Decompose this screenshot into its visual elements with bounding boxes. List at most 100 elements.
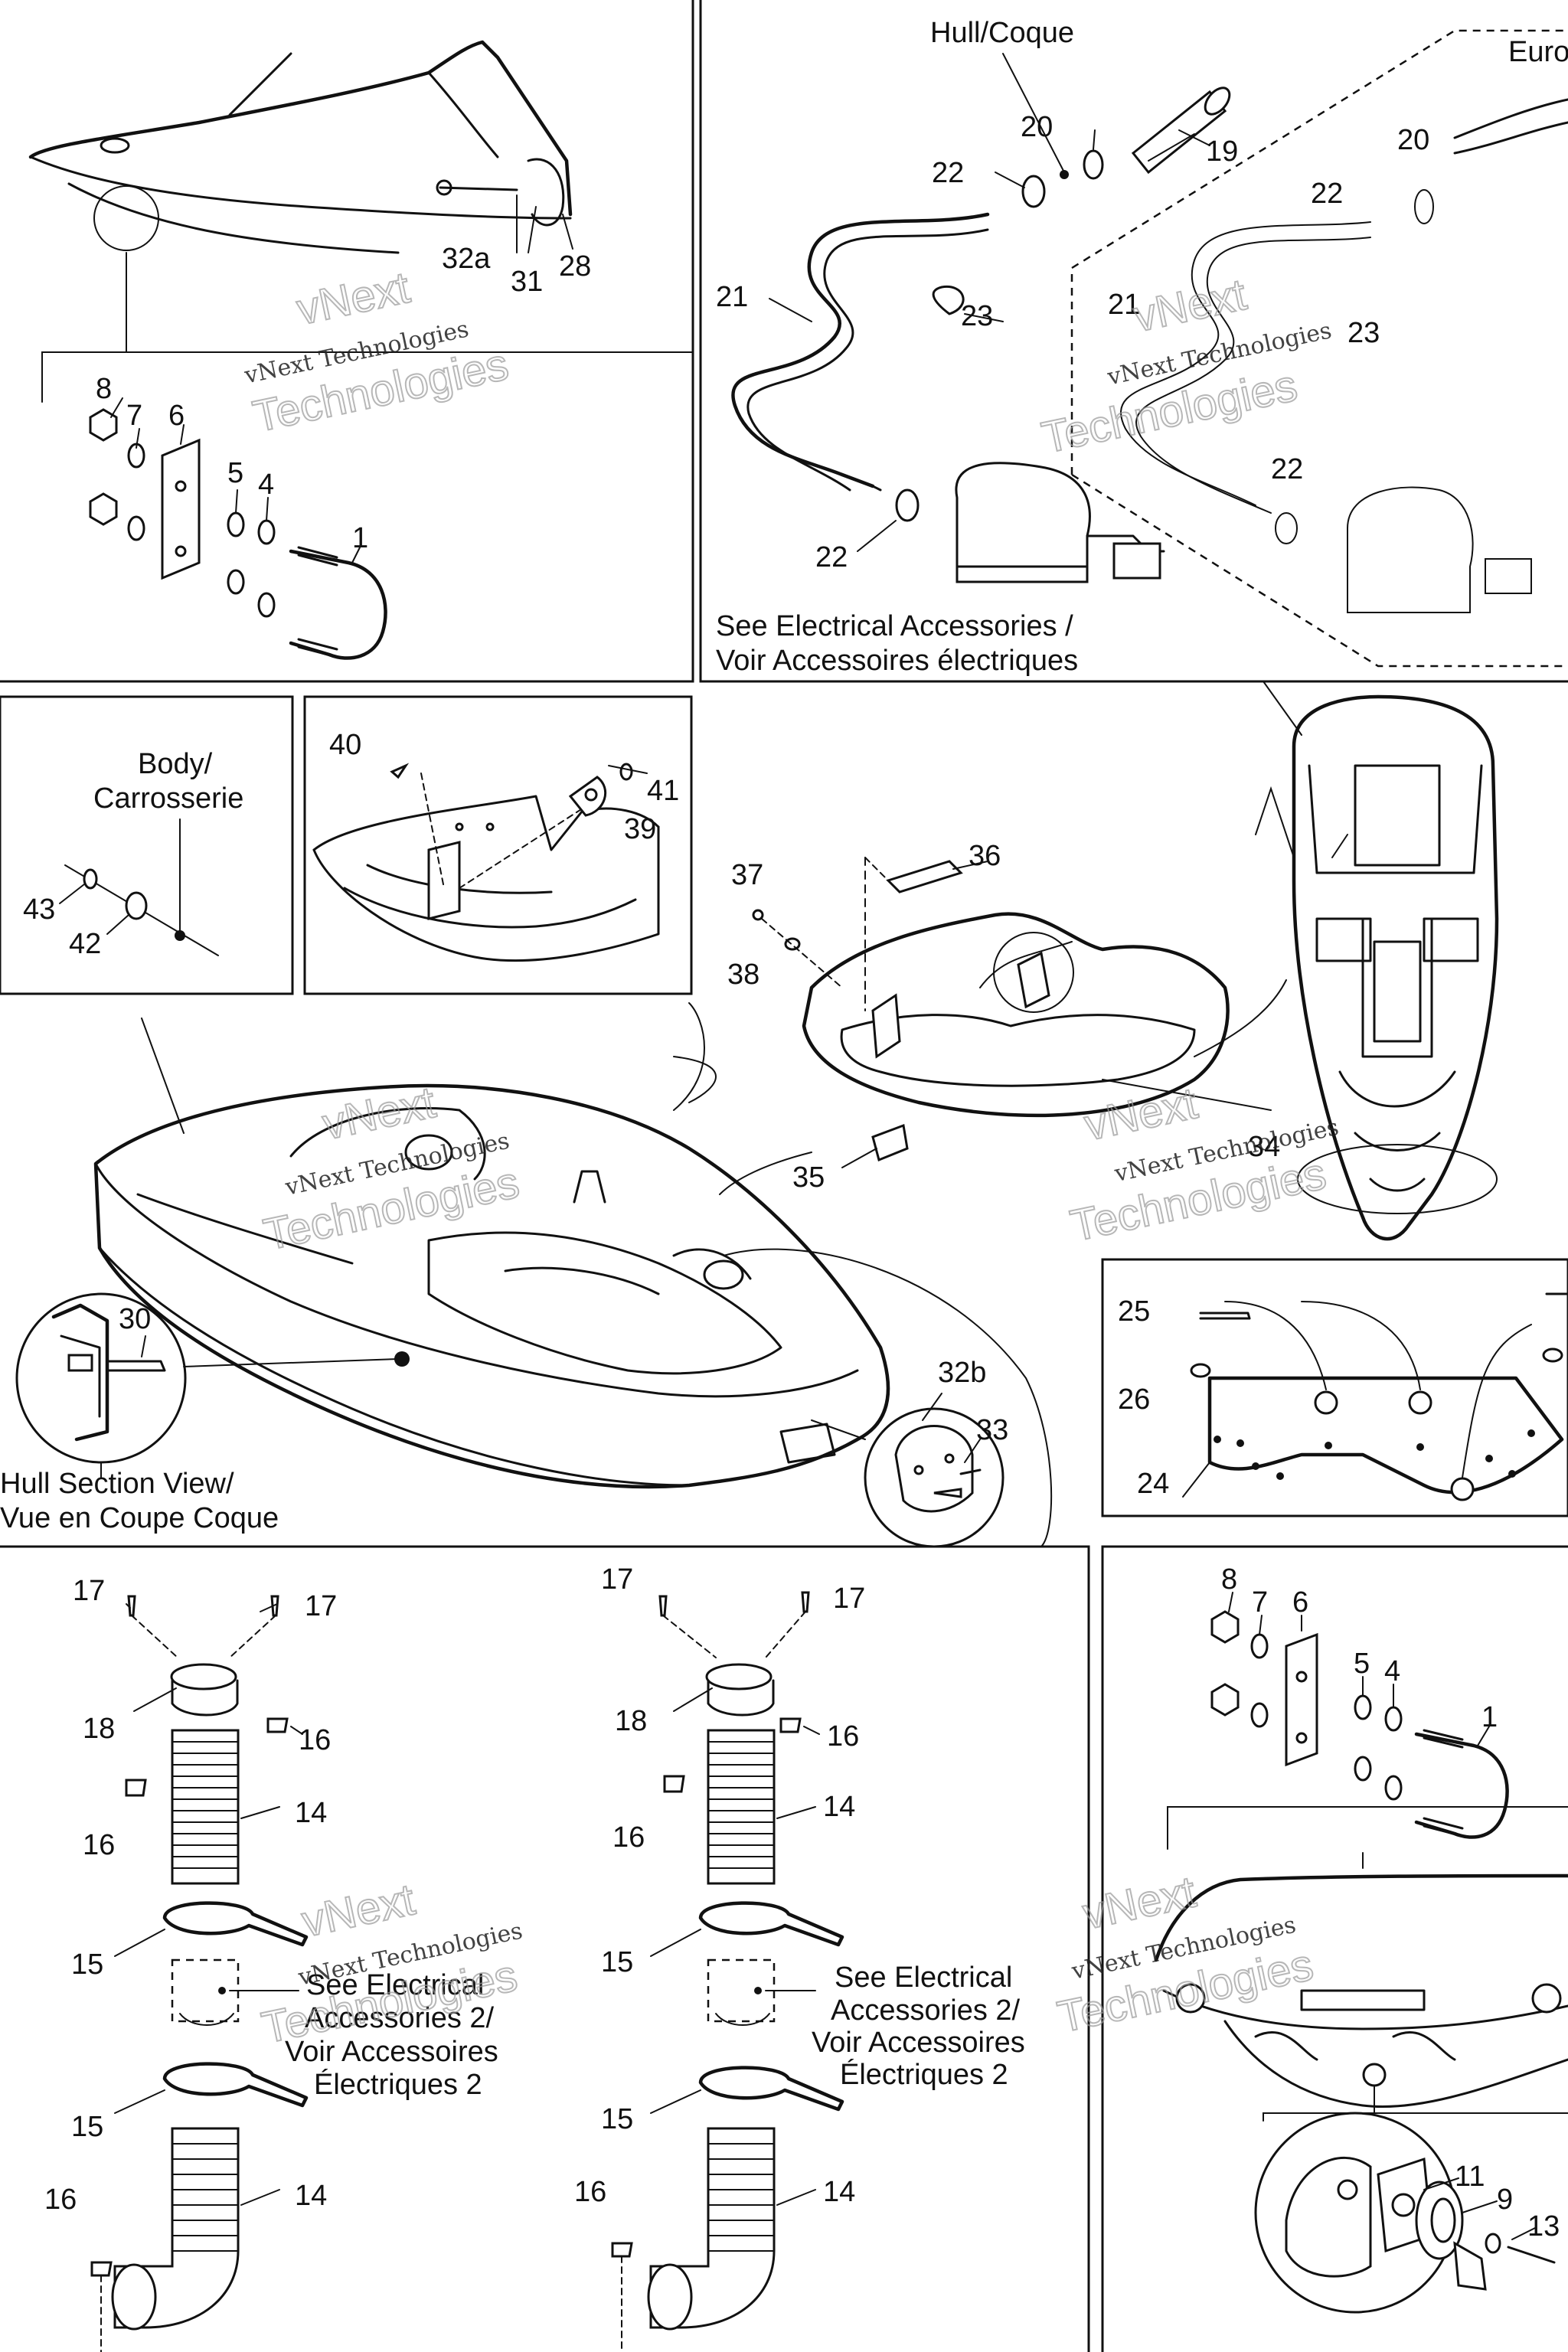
- watermark-vnext-1: vNext: [292, 263, 414, 335]
- callout-26: 26: [1118, 1383, 1150, 1416]
- panel-top-left-frame: [0, 0, 694, 683]
- panel-bottom-left-frame: [0, 1545, 1090, 2352]
- drain-plug: [1453, 2241, 1487, 2291]
- callout-11: 11: [1455, 2161, 1485, 2193]
- vent-assembly-center: 17 17 18 16 16 14 15 15 14 16 See Electr…: [574, 1563, 1025, 2352]
- callout-19: 19: [1206, 136, 1238, 168]
- electrical-note-line1: See Electrical Accessories /: [716, 610, 1073, 642]
- callout-1-b: 1: [1481, 1701, 1498, 1733]
- callout-22-euro-b: 22: [1271, 453, 1303, 485]
- accessories-note-a-line3: Voir Accessoires: [285, 2036, 498, 2068]
- boat-bow-outline: [28, 40, 573, 217]
- accessories-note-b-line1: See Electrical: [835, 1962, 1012, 1994]
- clamp-15-b: [162, 2062, 309, 2108]
- corrugated-elbow-14-d: [647, 2127, 776, 2331]
- boat-body: [93, 979, 1287, 1547]
- screw-16-a: [266, 1717, 289, 1733]
- washer-4: [257, 519, 276, 545]
- watermark-vnext-6: vNext: [1079, 1867, 1200, 1939]
- screw-32a: [439, 186, 518, 191]
- hull-section-line1: Hull Section View/: [0, 1468, 234, 1500]
- hull-outline: [93, 1083, 890, 1489]
- callout-40: 40: [329, 729, 361, 761]
- screw-30: [106, 1360, 166, 1372]
- euro-pump-outline: [1347, 486, 1474, 613]
- watermark-vnext-2: vNext: [1129, 270, 1251, 341]
- panel-rear-plate-frame: [1101, 1258, 1568, 1517]
- callout-16-e: 16: [612, 1821, 645, 1854]
- callout-16-a: 16: [299, 1724, 331, 1756]
- callout-17-d: 17: [833, 1583, 865, 1615]
- callout-35: 35: [792, 1161, 825, 1194]
- callout-14-c: 14: [823, 1791, 855, 1823]
- bushing-42: [125, 891, 148, 920]
- callout-34: 34: [1248, 1131, 1280, 1163]
- bow-eye-assembly: 32a 31 28 8 7 6 5 4 1: [28, 40, 694, 660]
- panel-bottom-right-frame: [1101, 1545, 1568, 2352]
- hull-coque-label: Hull/Coque: [930, 17, 1074, 49]
- body-label-line2: Carrosserie: [93, 782, 243, 815]
- screw-25: [1199, 1312, 1251, 1320]
- nut-8: [89, 408, 118, 442]
- accessories-note-b-line3: Voir Accessoires: [812, 2027, 1025, 2059]
- bow-eye-housing: [527, 158, 565, 227]
- accessories-note-a-line1: See Electrical: [306, 1969, 484, 2001]
- callout-16-c: 16: [44, 2184, 77, 2216]
- electrical-note-line2: Voir Accessoires électriques: [716, 645, 1078, 677]
- outlet-fitting-19: [1131, 90, 1227, 175]
- cap-32b: [894, 1425, 974, 1513]
- watermarks: vNext vNext Technologies Technologies vN…: [242, 262, 1341, 2054]
- hull-section-view: 30 Hull Section View/ Vue en Coupe Coque: [0, 1292, 410, 1534]
- trim-36: [886, 860, 963, 893]
- body-label-line1: Body/: [138, 748, 213, 780]
- washer-13: [1485, 2233, 1501, 2254]
- callout-4-b: 4: [1384, 1655, 1400, 1687]
- callout-31: 31: [511, 266, 543, 298]
- washer-26: [1190, 1363, 1211, 1378]
- callout-30: 30: [119, 1303, 151, 1335]
- callout-24: 24: [1137, 1468, 1169, 1500]
- callout-16-f: 16: [574, 2176, 606, 2208]
- callout-22-b: 22: [815, 541, 848, 573]
- bilge-pump-body: [955, 462, 1091, 583]
- euro-label: Euro: [1508, 36, 1568, 68]
- callout-36: 36: [969, 840, 1001, 872]
- backing-plate-6: [161, 438, 201, 580]
- stern-cap-assembly: 32b 33: [811, 1357, 1008, 1548]
- callout-22-a: 22: [932, 157, 964, 189]
- callout-6: 6: [168, 400, 185, 432]
- callout-14-b: 14: [295, 2180, 327, 2212]
- corrugated-elbow-14-b: [111, 2127, 240, 2331]
- bilge-pump-assembly: Hull/Coque Euro See Electrical Accessori…: [716, 17, 1568, 677]
- floor-insert-34: 36 37 38 34 35: [727, 840, 1280, 1194]
- callout-4: 4: [258, 469, 274, 501]
- callout-20: 20: [1021, 111, 1053, 143]
- callout-28: 28: [559, 250, 591, 283]
- steering-wheel: [404, 1134, 453, 1171]
- clamp-15-a: [162, 1901, 309, 1947]
- callout-9: 9: [1497, 2184, 1513, 2216]
- callout-32a: 32a: [442, 243, 491, 275]
- panel-top-right-frame: [699, 0, 1568, 683]
- callout-32b: 32b: [938, 1357, 986, 1389]
- screw-13: [1507, 2246, 1556, 2264]
- hose-21: [731, 212, 990, 488]
- callout-5-b: 5: [1354, 1648, 1370, 1680]
- nut-20: [1083, 149, 1104, 180]
- callout-18: 18: [83, 1713, 115, 1745]
- vent-cover-18-b: [705, 1663, 773, 1690]
- hull-cutaway: [1285, 2157, 1372, 2278]
- screw-37: [752, 909, 764, 921]
- callout-16-d: 16: [827, 1720, 859, 1753]
- callout-38: 38: [727, 959, 760, 991]
- clip-35: [871, 1123, 909, 1162]
- screw-16-c: [90, 2261, 113, 2277]
- callout-33: 33: [976, 1414, 1008, 1446]
- rivet-43: [83, 868, 98, 890]
- callout-43: 43: [23, 893, 55, 926]
- accessories-note-b-line2: Accessories 2/: [831, 1994, 1021, 2027]
- callout-17-c: 17: [601, 1563, 633, 1596]
- boat-top-view: [1255, 681, 1499, 1241]
